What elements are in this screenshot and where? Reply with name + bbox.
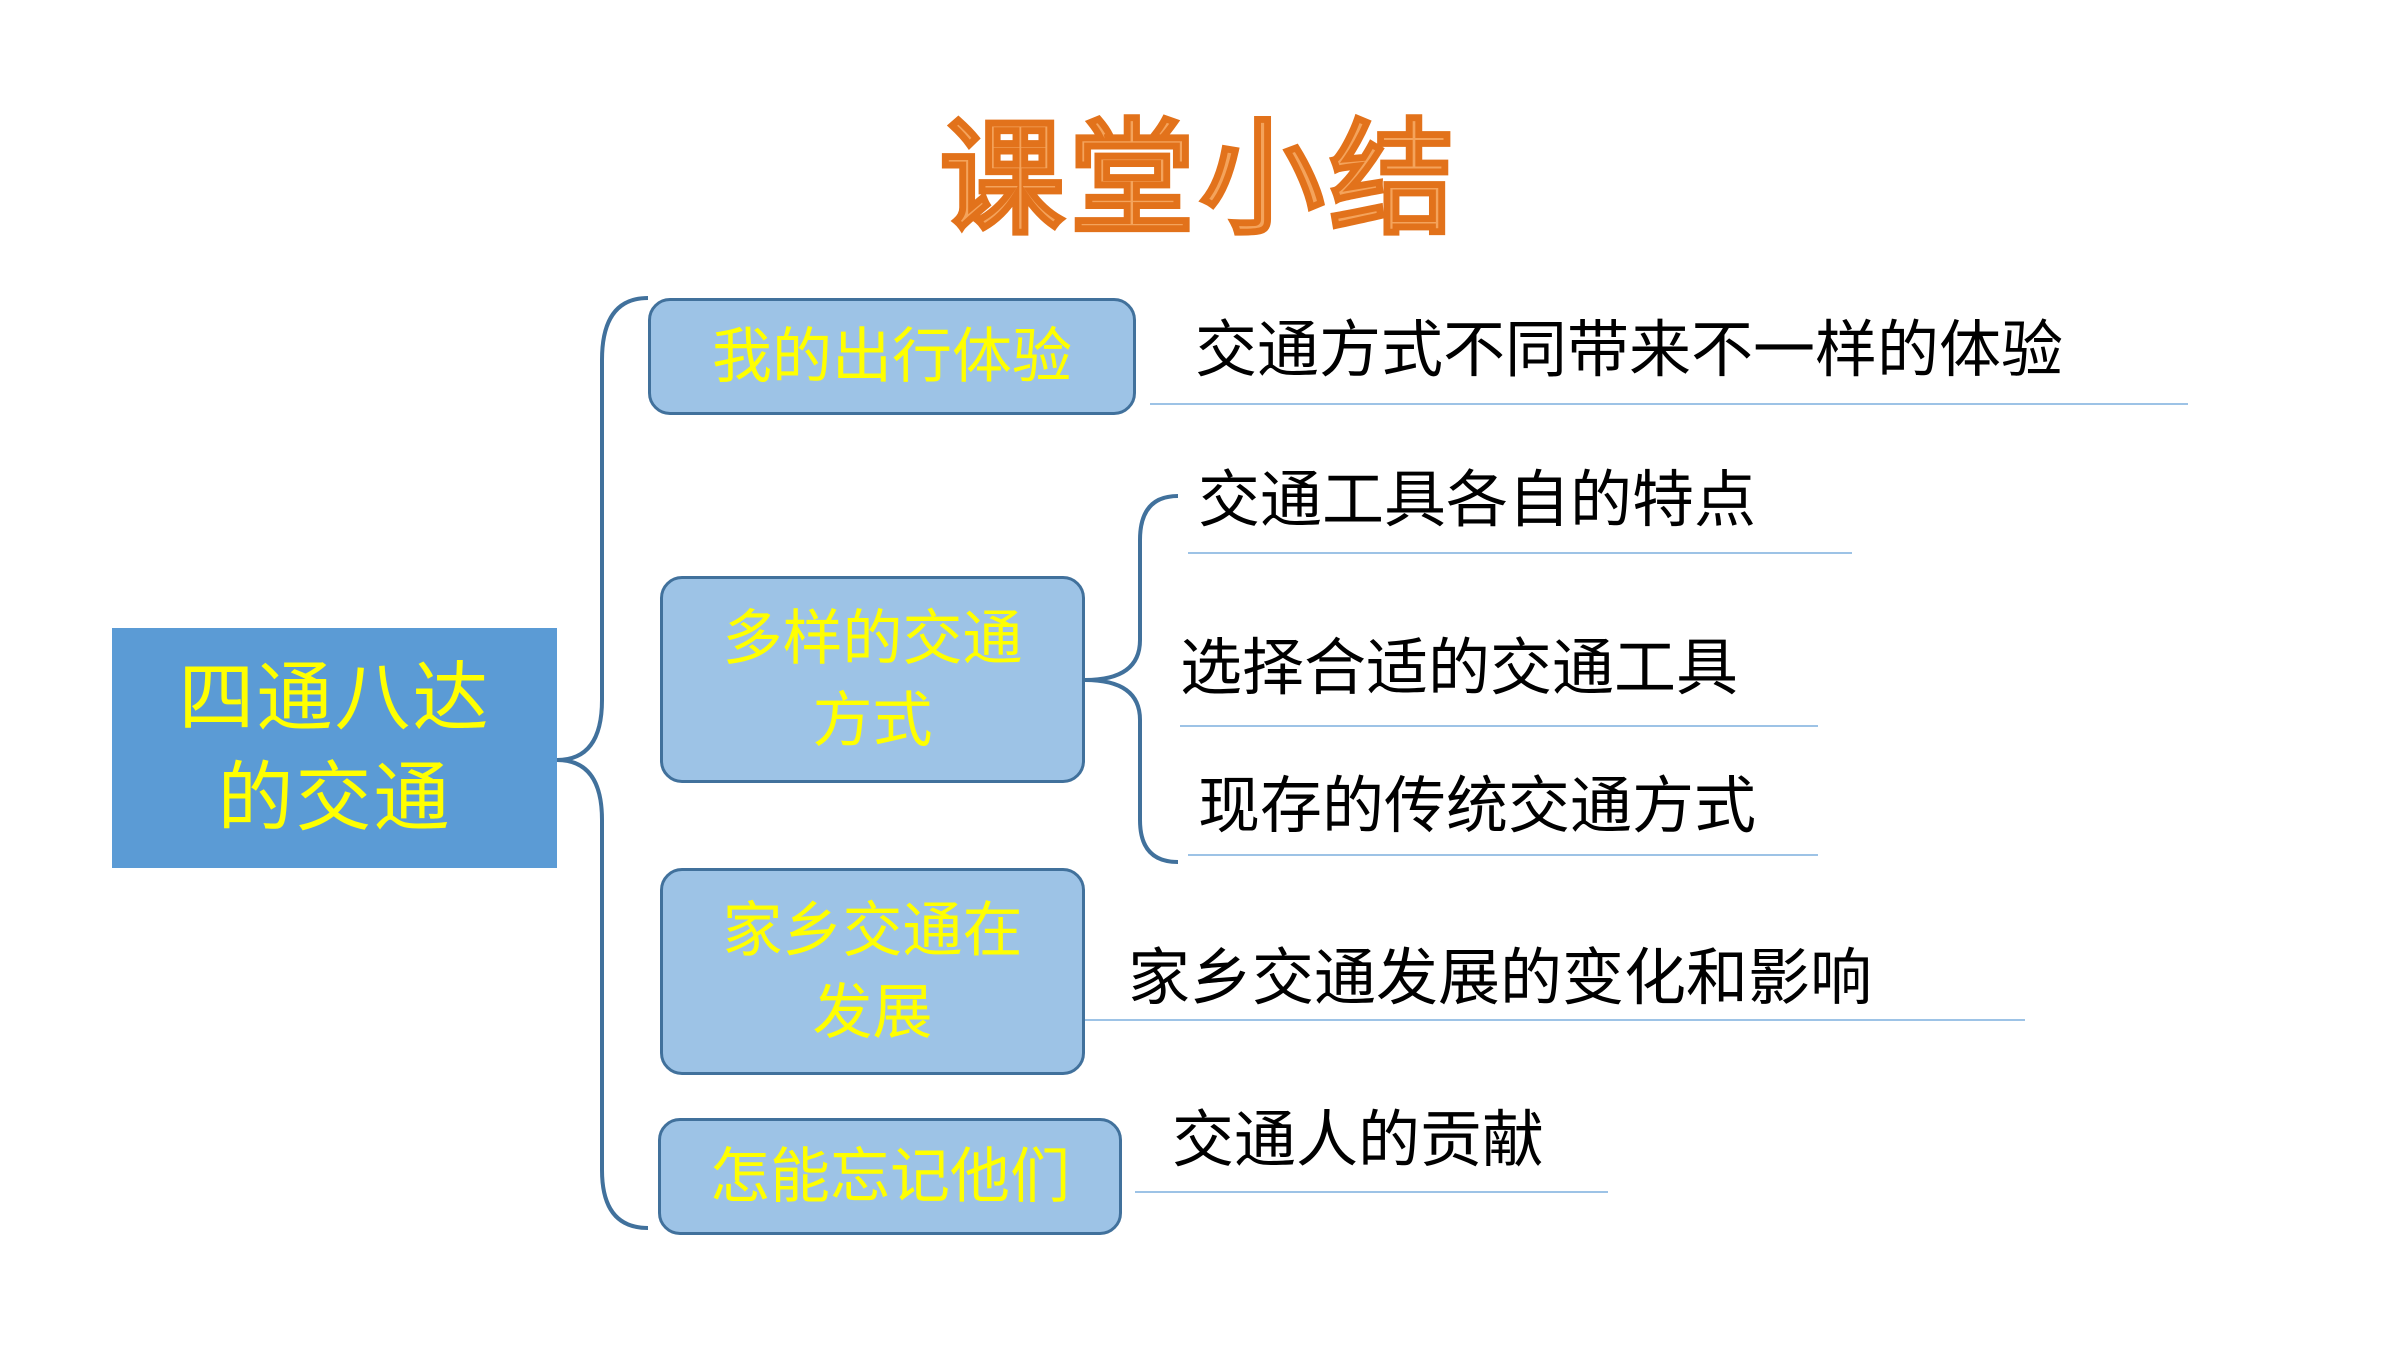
branch-label-line2: 方式 [812,685,933,756]
root-topic-line1: 四通八达 [178,653,491,742]
leaf-text: 现存的传统交通方式 [1198,769,1757,842]
leaf-text: 选择合适的交通工具 [1180,631,1739,704]
root-topic: 四通八达 的交通 [112,628,557,868]
root-topic-line2: 的交通 [217,753,452,842]
leaf-text: 交通方式不同带来不一样的体验 [1195,313,2064,386]
leaf-text: 交通工具各自的特点 [1198,463,1757,536]
slide-title: 课堂小结 [938,107,1460,254]
leaf-text: 家乡交通发展的变化和影响 [1128,941,1873,1014]
branch-node-remember-them: 怎能忘记他们 [658,1118,1122,1235]
branch-label: 我的出行体验 [712,321,1072,392]
main-bracket [556,296,649,1230]
branch-node-hometown-development: 家乡交通在 发展 [660,868,1085,1075]
branch-label-line1: 家乡交通在 [722,895,1023,966]
branch-label-line1: 多样的交通 [722,603,1023,674]
branch-node-travel-experience: 我的出行体验 [648,298,1136,415]
branch-node-transport-modes: 多样的交通 方式 [660,576,1085,783]
sub-bracket [1084,494,1179,864]
leaf-text: 交通人的贡献 [1172,1103,1545,1176]
branch-label-line2: 发展 [812,977,933,1048]
branch-label: 怎能忘记他们 [710,1141,1070,1212]
